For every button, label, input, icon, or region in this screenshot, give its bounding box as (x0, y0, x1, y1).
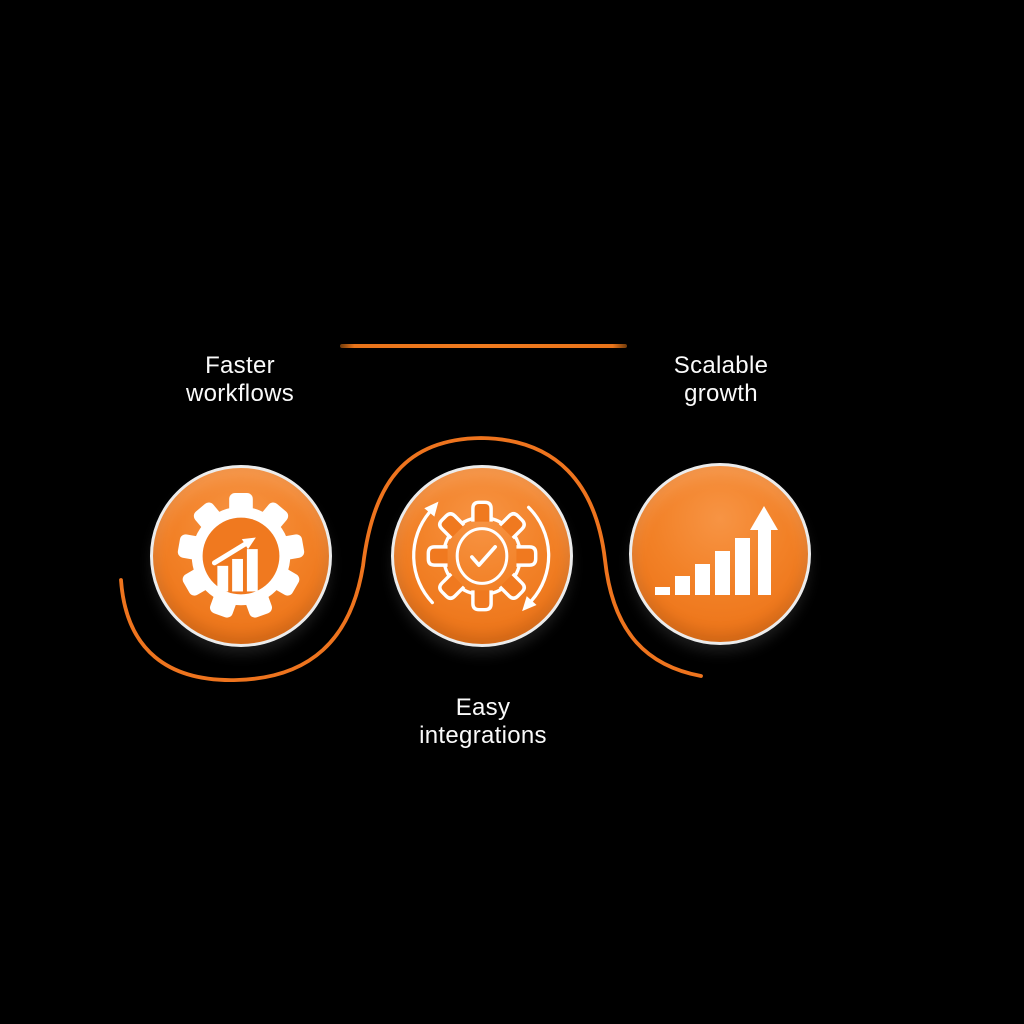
top-divider-line (340, 344, 627, 348)
growth-bars-arrow-icon (655, 506, 778, 595)
label-line: growth (684, 380, 758, 407)
label-line: integrations (419, 722, 547, 749)
gear-with-bar-chart-icon (177, 492, 305, 618)
sync-arrows (412, 501, 551, 612)
label-line: Easy (455, 694, 511, 721)
label-scalable-growth: Scalable growth (601, 352, 841, 408)
checkmark-icon (470, 545, 497, 567)
label-faster-workflows: Faster workflows (120, 352, 360, 408)
label-line: workflows (185, 380, 295, 407)
feature-circle-faster-workflows (150, 465, 332, 647)
sync-gear-checkmark-icon (412, 500, 551, 612)
feature-circle-scalable-growth (629, 463, 811, 645)
label-line: Scalable (673, 352, 769, 379)
label-line: Faster (205, 352, 275, 379)
feature-circle-easy-integrations (391, 465, 573, 647)
mini-bar-chart (217, 549, 258, 592)
label-easy-integrations: Easy integrations (363, 694, 603, 750)
